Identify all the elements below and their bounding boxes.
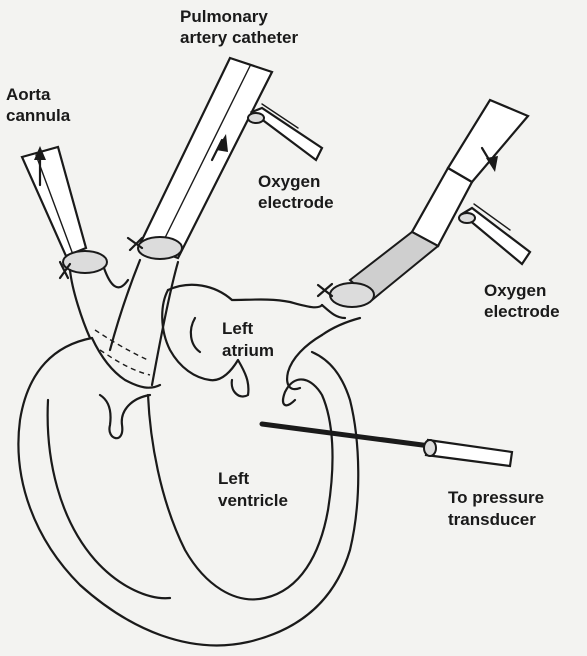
aorta-cannula	[22, 146, 128, 338]
interior-fold	[100, 395, 150, 438]
inner-fold-2	[92, 338, 160, 388]
left-ventricle-label-line1: Left	[218, 469, 250, 488]
pressure-label-line1: To pressure	[448, 488, 544, 507]
pulmonary-catheter-label-line1: Pulmonary	[180, 7, 268, 26]
pulmonary-vessel	[110, 260, 178, 385]
aorta-vessel	[70, 268, 128, 338]
pulmonary-catheter-label-line2: artery catheter	[180, 28, 299, 47]
pressure-label-line2: transducer	[448, 510, 536, 529]
heart-outline	[18, 285, 358, 646]
oxygen-electrode-1-label-line1: Oxygen	[258, 172, 320, 191]
oxygen-electrode-2-tip	[459, 213, 475, 223]
oxygen-electrode-1	[248, 104, 322, 160]
pressure-line	[262, 424, 512, 466]
atrium-ligature	[330, 283, 374, 307]
pulmonary-ligature	[138, 237, 182, 259]
oxygen-electrode-1-tip	[248, 113, 264, 123]
oxygen-electrode-2	[459, 204, 530, 264]
atrium-cannula-upper	[412, 168, 472, 246]
pressure-connector	[424, 440, 436, 456]
atrium-cannula-outer	[448, 100, 528, 182]
oxygen-electrode-1-label-line2: electrode	[258, 193, 334, 212]
pulmonary-tube-inner	[158, 66, 250, 252]
heart-outer-wall	[18, 338, 358, 645]
atrium-tie-knot	[318, 284, 332, 296]
pulmonary-catheter-tube	[140, 58, 272, 258]
left-ventricle-inner-wall	[148, 379, 333, 599]
oxygen-electrode-2-label-line1: Oxygen	[484, 281, 546, 300]
pulmonary-dashed-path	[95, 330, 150, 375]
left-atrium-wall	[168, 285, 322, 308]
pressure-transducer-tube	[426, 440, 512, 466]
left-atrium-label-line2: atrium	[222, 341, 274, 360]
atrium-inner-left	[191, 318, 200, 352]
left-atrium-label-line1: Left	[222, 319, 254, 338]
aorta-label-line1: Aorta	[6, 85, 51, 104]
left-ventricle-label-line2: ventricle	[218, 491, 288, 510]
aorta-label-line2: cannula	[6, 106, 71, 125]
pressure-needle	[262, 424, 430, 446]
atrium-vessel	[322, 305, 360, 335]
oxygen-electrode-2-label-line2: electrode	[484, 302, 560, 321]
